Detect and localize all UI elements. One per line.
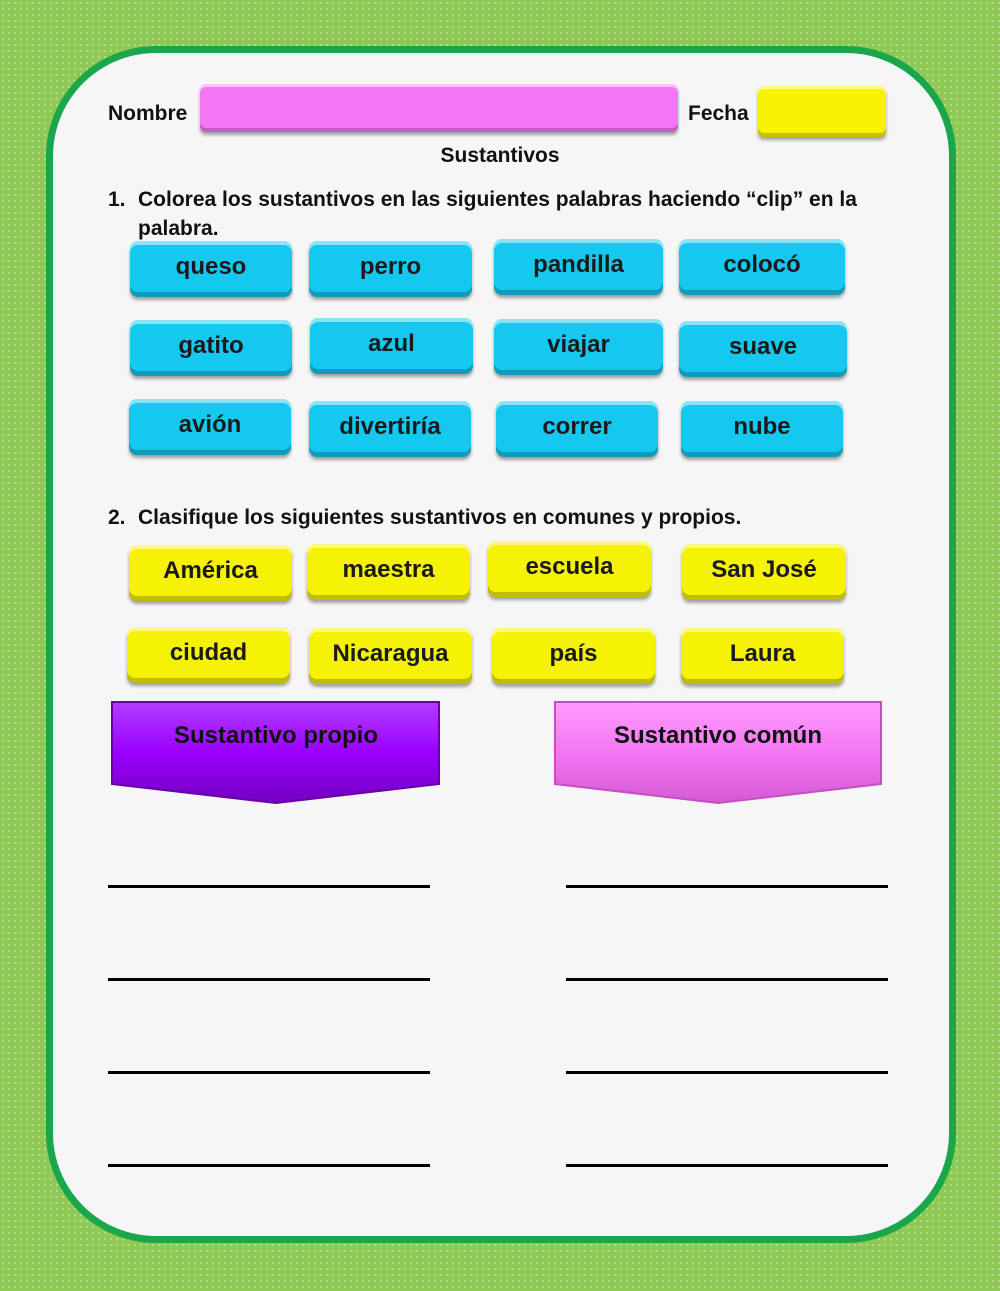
question-1: 1. Colorea los sustantivos en las siguie… [108, 185, 878, 243]
page-title: Sustantivos [440, 144, 560, 167]
banner-common-noun[interactable]: Sustantivo común [613, 722, 823, 749]
date-input[interactable] [758, 86, 886, 137]
answer-line-common-1[interactable] [566, 885, 888, 888]
answer-line-proper-2[interactable] [108, 978, 430, 981]
banner-proper-noun[interactable]: Sustantivo propio [174, 722, 378, 749]
word-chip-azul[interactable]: azul [310, 318, 473, 374]
banner-common-noun-shape [554, 701, 882, 805]
question-1-number: 1. [108, 188, 126, 211]
word-chip-escuela[interactable]: escuela [488, 541, 651, 597]
word-chip-america[interactable]: América [129, 545, 292, 601]
word-chip-avion[interactable]: avión [129, 399, 291, 455]
answer-line-common-4[interactable] [566, 1164, 888, 1167]
word-chip-nicaragua[interactable]: Nicaragua [309, 628, 472, 684]
word-chip-pais[interactable]: país [492, 628, 655, 684]
word-chip-coloco[interactable]: colocó [679, 239, 845, 295]
question-2: 2. Clasifique los siguientes sustantivos… [108, 503, 878, 532]
word-chip-pandilla[interactable]: pandilla [494, 239, 663, 295]
word-chip-ciudad[interactable]: ciudad [127, 627, 290, 683]
question-2-number: 2. [108, 506, 126, 529]
word-chip-gatito[interactable]: gatito [130, 320, 292, 376]
name-input[interactable] [200, 84, 678, 132]
word-chip-nube[interactable]: nube [681, 401, 843, 457]
word-chip-viajar[interactable]: viajar [494, 319, 663, 375]
answer-line-proper-3[interactable] [108, 1071, 430, 1074]
word-chip-san-jose[interactable]: San José [682, 544, 846, 600]
question-1-text: Colorea los sustantivos en las siguiente… [138, 188, 857, 240]
word-chip-maestra[interactable]: maestra [307, 544, 470, 600]
answer-line-proper-4[interactable] [108, 1164, 430, 1167]
word-chip-queso[interactable]: queso [130, 241, 292, 297]
answer-line-common-3[interactable] [566, 1071, 888, 1074]
question-2-text: Clasifique los siguientes sustantivos en… [138, 506, 742, 529]
answer-line-proper-1[interactable] [108, 885, 430, 888]
answer-line-common-2[interactable] [566, 978, 888, 981]
word-chip-laura[interactable]: Laura [681, 628, 844, 684]
word-chip-correr[interactable]: correr [496, 401, 658, 457]
word-chip-suave[interactable]: suave [679, 321, 847, 377]
word-chip-perro[interactable]: perro [309, 241, 472, 297]
word-chip-divertiria[interactable]: divertiría [309, 401, 471, 457]
banner-proper-noun-shape [111, 701, 440, 805]
date-label: Fecha [688, 102, 749, 125]
name-label: Nombre [108, 102, 188, 125]
